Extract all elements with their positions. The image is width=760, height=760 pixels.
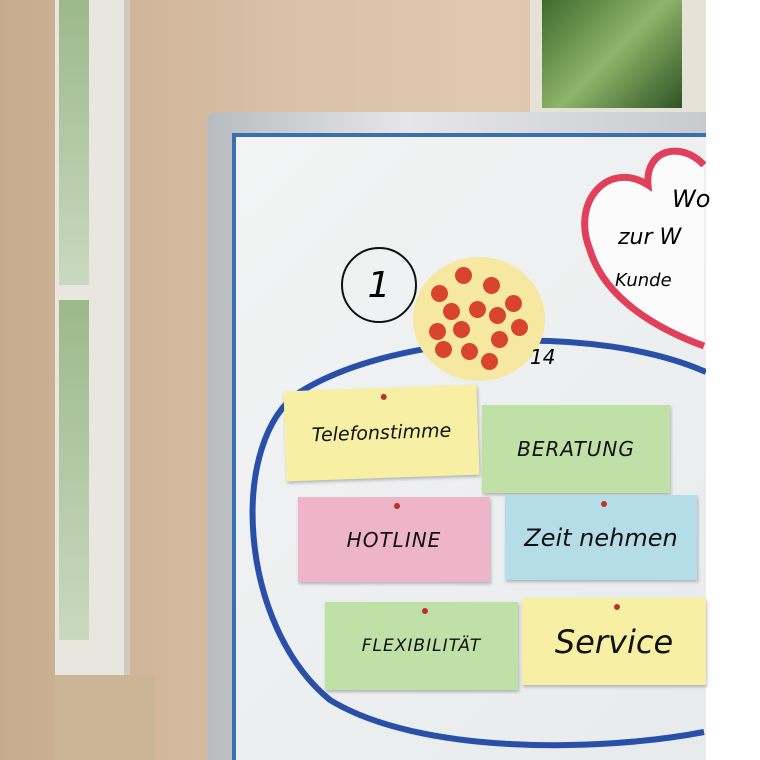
photo-scene: Wo zur W Kunde 1 14 Telefonstimme BERATU… xyxy=(0,0,710,760)
note-telefonstimme: Telefonstimme xyxy=(283,384,480,482)
note-hotline: HOTLINE xyxy=(298,497,490,582)
note-flexibilitaet: FLEXIBILITÄT xyxy=(325,602,518,690)
window-left xyxy=(55,0,130,675)
dot-sticker-disc xyxy=(413,257,545,381)
note-beratung: BERATUNG xyxy=(482,405,670,493)
count-label: 14 xyxy=(530,345,556,369)
heart-text-line: Kunde xyxy=(615,270,672,291)
heart-shape xyxy=(581,147,706,350)
heart-text-line: Wo xyxy=(672,185,711,213)
window-pane xyxy=(59,300,89,640)
heart-text-line: zur W xyxy=(618,225,682,250)
window-sill xyxy=(55,675,155,760)
circled-number: 1 xyxy=(341,247,417,323)
window-pane xyxy=(59,0,89,285)
note-zeit-nehmen: Zeit nehmen xyxy=(505,495,697,580)
window-right xyxy=(530,0,706,112)
note-service: Service xyxy=(522,598,706,685)
